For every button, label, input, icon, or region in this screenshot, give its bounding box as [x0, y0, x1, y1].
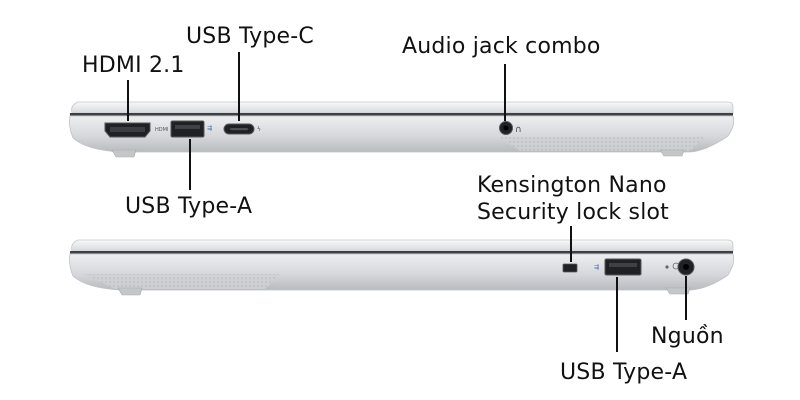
- leader-lines-top: [127, 52, 506, 190]
- svg-text:∩: ∩: [515, 125, 522, 135]
- usb-a-port-icon: ⇶: [594, 258, 642, 276]
- hdmi-port-icon: HDMI: [104, 122, 168, 138]
- audio-jack-icon: ∩: [499, 121, 522, 135]
- laptop-left-side-view: HDMI ⇶ ϟ ∩: [69, 52, 735, 190]
- usb-a-bottom-label: USB Type-A: [560, 360, 688, 385]
- power-label: Nguồn: [651, 324, 724, 349]
- svg-text:⇶: ⇶: [594, 264, 599, 271]
- leader-lines-bottom: [570, 226, 687, 352]
- usb-a-top-label: USB Type-A: [125, 194, 253, 219]
- kensington-label-line2: Security lock slot: [477, 200, 669, 225]
- usb-c-label: USB Type-C: [186, 24, 314, 49]
- svg-text:⇶: ⇶: [207, 125, 212, 132]
- kensington-label-line1: Kensington Nano: [477, 173, 667, 198]
- power-jack-icon: [665, 258, 695, 276]
- hdmi-label: HDMI 2.1: [82, 53, 185, 78]
- kensington-lock-icon: [562, 263, 578, 273]
- usb-c-port-icon: ϟ: [223, 123, 261, 135]
- audio-jack-label: Audio jack combo: [402, 34, 601, 59]
- laptop-right-side-view: ⇶: [69, 226, 735, 352]
- svg-text:ϟ: ϟ: [257, 126, 261, 133]
- svg-text:HDMI: HDMI: [155, 127, 168, 133]
- usb-a-port-icon: ⇶: [170, 120, 212, 138]
